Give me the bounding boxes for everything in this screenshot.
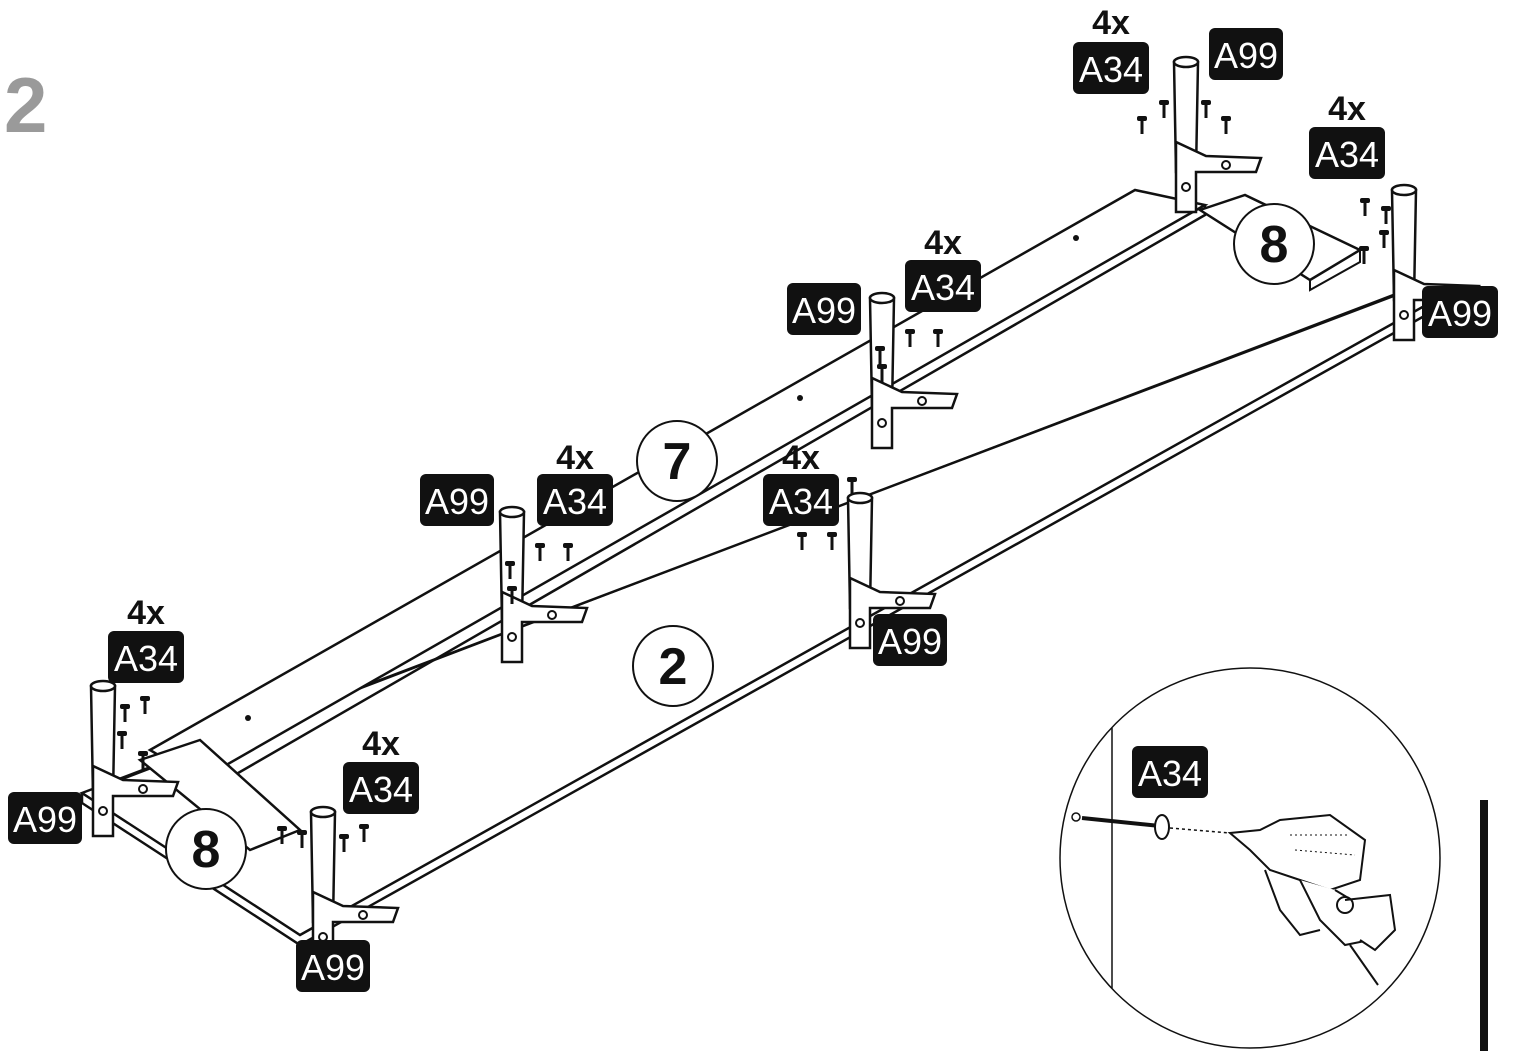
svg-text:A99: A99 (792, 290, 856, 331)
panel-number-top: 2 (632, 625, 714, 707)
svg-text:8: 8 (1260, 216, 1289, 274)
svg-text:A34: A34 (1315, 134, 1379, 175)
detail-part-tag: A34 (1132, 746, 1208, 798)
leg-label-right-corner: A99 (1422, 286, 1498, 338)
callout-mid-center: 4x A34 (763, 439, 839, 526)
leg-label-back-mid: A99 (787, 283, 861, 335)
step-number: 2 (4, 61, 48, 149)
svg-text:4x: 4x (782, 439, 820, 477)
leg-label-front-left: A99 (8, 792, 82, 844)
svg-text:A34: A34 (1138, 753, 1202, 794)
svg-text:A34: A34 (911, 267, 975, 308)
svg-text:7: 7 (663, 433, 692, 491)
panel-number-side-left: 8 (165, 808, 247, 890)
callout-right-corner: 4x A34 (1309, 90, 1385, 179)
svg-text:4x: 4x (556, 439, 594, 477)
leg-back-corner (1172, 55, 1263, 214)
svg-text:4x: 4x (127, 594, 165, 632)
svg-text:A34: A34 (349, 769, 413, 810)
screw-detail (1071, 812, 1231, 840)
panel-number-side-right: 8 (1233, 203, 1315, 285)
callout-back-corner: 4x A34 (1073, 4, 1149, 94)
svg-text:A99: A99 (301, 947, 365, 988)
leg-label-front-mid: A99 (296, 940, 370, 992)
svg-text:A99: A99 (1214, 35, 1278, 76)
svg-text:A34: A34 (114, 638, 178, 679)
svg-text:A99: A99 (878, 621, 942, 662)
svg-text:4x: 4x (362, 725, 400, 763)
drill-icon (1227, 813, 1397, 986)
panel-number-rail: 7 (636, 420, 718, 502)
svg-text:A34: A34 (1079, 49, 1143, 90)
leg-label-back-corner: A99 (1209, 28, 1283, 80)
callout-mid-left: 4x A34 (537, 439, 613, 526)
svg-text:A99: A99 (1428, 293, 1492, 334)
callout-back-mid: 4x A34 (905, 224, 981, 312)
page-edge-bar (1480, 800, 1488, 1051)
svg-text:2: 2 (659, 638, 688, 696)
svg-text:4x: 4x (924, 224, 962, 262)
svg-text:4x: 4x (1328, 90, 1366, 128)
leg-label-mid-left: A99 (420, 474, 494, 526)
callout-front-mid: 4x A34 (343, 725, 419, 814)
svg-text:4x: 4x (1092, 4, 1130, 42)
svg-text:A34: A34 (543, 481, 607, 522)
detail-circle: A34 (1059, 667, 1441, 1049)
svg-text:8: 8 (192, 821, 221, 879)
svg-text:A99: A99 (425, 481, 489, 522)
leg-label-mid-center: A99 (873, 614, 947, 666)
callout-front-left: 4x A34 (108, 594, 184, 683)
svg-text:A34: A34 (769, 481, 833, 522)
svg-text:A99: A99 (13, 799, 77, 840)
